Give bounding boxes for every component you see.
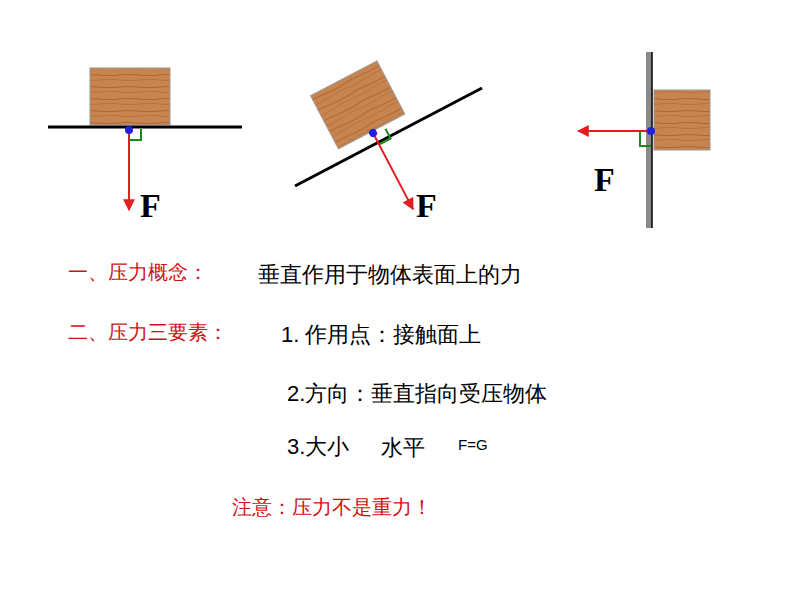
incline-scene	[295, 61, 482, 227]
section-heading: 二、压力三要素：	[68, 320, 228, 344]
element-text: 水平	[381, 435, 425, 461]
element-text: 3.大小	[287, 434, 349, 460]
definition-text: 垂直作用于物体表面上的力	[258, 262, 522, 288]
force-label: F	[140, 186, 161, 227]
element-text: 2.方向：垂直指向受压物体	[287, 381, 547, 407]
formula-text: F=G	[458, 436, 488, 454]
force-label: F	[416, 186, 437, 227]
section-heading: 一、压力概念：	[68, 260, 208, 284]
element-text: 1. 作用点：接触面上	[281, 322, 481, 348]
force-label: F	[594, 160, 615, 201]
note-text: 注意：压力不是重力！	[232, 495, 432, 519]
wall-scene	[578, 52, 710, 228]
